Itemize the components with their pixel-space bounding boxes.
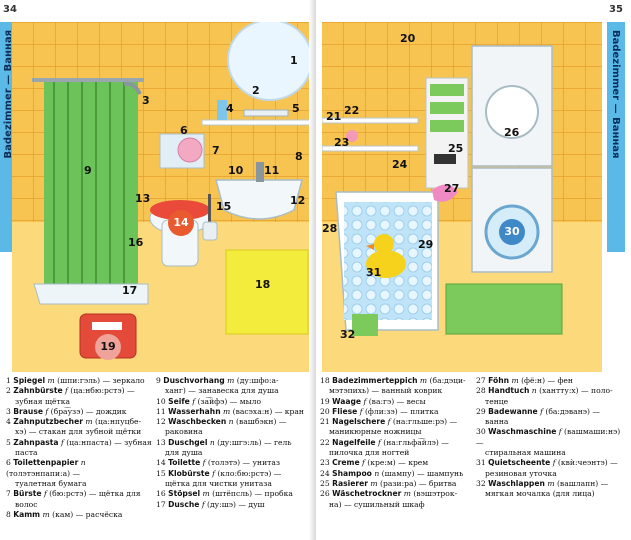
label-25: 25 — [448, 142, 464, 155]
label-28: 28 — [322, 222, 338, 235]
towel-shelf — [425, 77, 469, 189]
vocab-entry: 4 Zahnputzbecher m (ца:нпуцбе- — [6, 417, 142, 427]
vocab-entry: 13 Duschgel n (ду:шгэ:ль) — гель — [156, 437, 292, 447]
label-22: 22 — [344, 104, 360, 117]
vocab-column-2: 9 Duschvorhang m (ду:шфо:а- ханг) — зана… — [156, 376, 306, 510]
washcloth — [352, 314, 378, 336]
vocab-entry: 22 Nagelfeile f (на:гльфа͡йлэ) — — [320, 437, 449, 447]
label-13: 13 — [135, 192, 151, 205]
vocab-entry: 12 Waschbecken n (вашбэкн) — — [156, 417, 287, 427]
shower-curtain — [44, 80, 138, 290]
vocab-entry: 17 Dusche f (ду:шэ) — душ — [156, 499, 265, 509]
rubber-duck — [366, 250, 406, 278]
label-26: 26 — [504, 126, 520, 139]
vocab-entry: 6 Toilettenpapier n (толэтэнпапи:а) — — [6, 458, 86, 478]
vocab-entry: 26 Wäschetrockner m (вэшэтрок- — [320, 489, 458, 499]
vocab-entry: 27 Föhn m (фё:н) — фен — [476, 376, 573, 385]
label-2: 2 — [252, 84, 260, 97]
label-9: 9 — [84, 164, 92, 177]
hair-dryer — [432, 184, 458, 202]
vocab-column-1: 1 Spiegel m (шпи:гэль) — зеркало 2 Zahnb… — [6, 376, 152, 519]
label-19: 19 — [95, 334, 121, 360]
vocab-entry: 31 Quietscheente f (квѝ:чеэнтэ) — — [476, 458, 618, 468]
vocab-entry: 9 Duschvorhang m (ду:шфо:а- — [156, 376, 279, 385]
vocab-entry: 21 Nagelschere f (на:гльше:рэ) — — [320, 417, 458, 427]
label-6: 6 — [180, 124, 188, 137]
label-12: 12 — [290, 194, 306, 207]
vocab-entry: 30 Waschmaschine f (вашмаши:нэ) — — [476, 427, 621, 447]
vocab-entry: 1 Spiegel m (шпи:гэль) — зеркало — [6, 376, 145, 385]
vocab-entry: 25 Rasierer m (рази:ра) — бритва — [320, 478, 457, 488]
vocab-entry: 15 Klobürste f (кло:бю:рстэ) — — [156, 468, 282, 478]
label-5: 5 — [292, 102, 300, 115]
label-8: 8 — [295, 150, 303, 163]
vocab-entry: 29 Badewanne f (ба:дэванэ) — — [476, 406, 600, 416]
vocab-entry: 32 Waschlappen m (вашлапн) — — [476, 478, 609, 488]
shower-head — [123, 81, 142, 95]
sink — [215, 179, 303, 220]
vocab-entry: 7 Bürste f (бю:рстэ) — щётка для — [6, 489, 141, 499]
label-10: 10 — [228, 164, 244, 177]
vocab-column-4: 27 Föhn m (фё:н) — фен 28 Handtuch n (ха… — [476, 376, 628, 500]
vocab-entry: 19 Waage f (ва:гэ) — весы — [320, 396, 426, 406]
vocab-entry: 24 Shampoo n (шампу) — шампунь — [320, 468, 464, 478]
label-32: 32 — [340, 328, 356, 341]
label-23: 23 — [334, 136, 350, 149]
vocab-entry: 8 Kamm m (кам) — расчёска — [6, 509, 123, 519]
bathroom-drawing-left — [12, 22, 310, 372]
label-17: 17 — [122, 284, 138, 297]
vocab-entry: 5 Zahnpasta f (ца:нпаста) — зубная — [6, 437, 152, 447]
vocab-column-3: 18 Badezimmerteppich m (ба:дэци- мэтэпих… — [320, 376, 472, 510]
shower-tray — [33, 283, 149, 305]
label-14: 14 — [168, 210, 194, 236]
label-11: 11 — [264, 164, 280, 177]
mirror — [227, 22, 310, 101]
label-15: 15 — [216, 200, 232, 213]
label-4: 4 — [226, 102, 234, 115]
right-page: 35 Badezimmer — Ванная — [316, 0, 631, 540]
vocab-entry: 23 Creme f (кре:м) — крем — [320, 458, 429, 468]
vocab-entry: 14 Toilette f (толэтэ) — унитаз — [156, 458, 281, 468]
bathroom-illustration-right: 20 21 22 23 24 25 26 27 28 29 30 31 32 — [322, 22, 602, 372]
left-page: 34 Badezimmer — Ванная — [0, 0, 315, 540]
faucet — [256, 162, 264, 182]
vocab-entry: 10 Seife f (за͡йфэ) — мыло — [156, 396, 262, 406]
label-16: 16 — [128, 236, 144, 249]
section-tab-right: Badezimmer — Ванная — [607, 22, 625, 252]
bathroom-illustration-left: 1 2 3 4 5 6 7 8 9 10 11 12 13 14 15 16 1… — [12, 22, 310, 372]
bath-mat-right — [445, 283, 563, 335]
label-24: 24 — [392, 158, 408, 171]
page-number-right: 35 — [609, 4, 623, 15]
label-20: 20 — [400, 32, 416, 45]
label-21: 21 — [326, 110, 342, 123]
label-18: 18 — [255, 278, 271, 291]
bathroom-drawing-right — [322, 22, 602, 372]
label-30: 30 — [499, 219, 525, 245]
vocab-entry: 16 Stöpsel m (штёпсль) — пробка — [156, 489, 293, 499]
vocab-entry: 18 Badezimmerteppich m (ба:дэци- — [320, 376, 466, 385]
vocab-entry: 11 Wasserhahn m (васэха:н) — кран — [156, 406, 304, 416]
label-3: 3 — [142, 94, 150, 107]
label-29: 29 — [418, 238, 434, 251]
bath-rug — [225, 249, 309, 335]
vocab-entry: 28 Handtuch n (хантту:х) — поло- — [476, 386, 613, 396]
vocab-entry: 2 Zahnbürste f (ца:нбю:рстэ) — — [6, 386, 135, 396]
label-7: 7 — [212, 144, 220, 157]
label-27: 27 — [444, 182, 460, 195]
vocab-entry: 20 Fliese f (фли:зэ) — плитка — [320, 406, 439, 416]
label-31: 31 — [366, 266, 382, 279]
page-number-left: 34 — [3, 4, 17, 15]
vocab-entry: 3 Brause f (бра͡узэ) — дождик — [6, 406, 127, 416]
label-1: 1 — [290, 54, 298, 67]
